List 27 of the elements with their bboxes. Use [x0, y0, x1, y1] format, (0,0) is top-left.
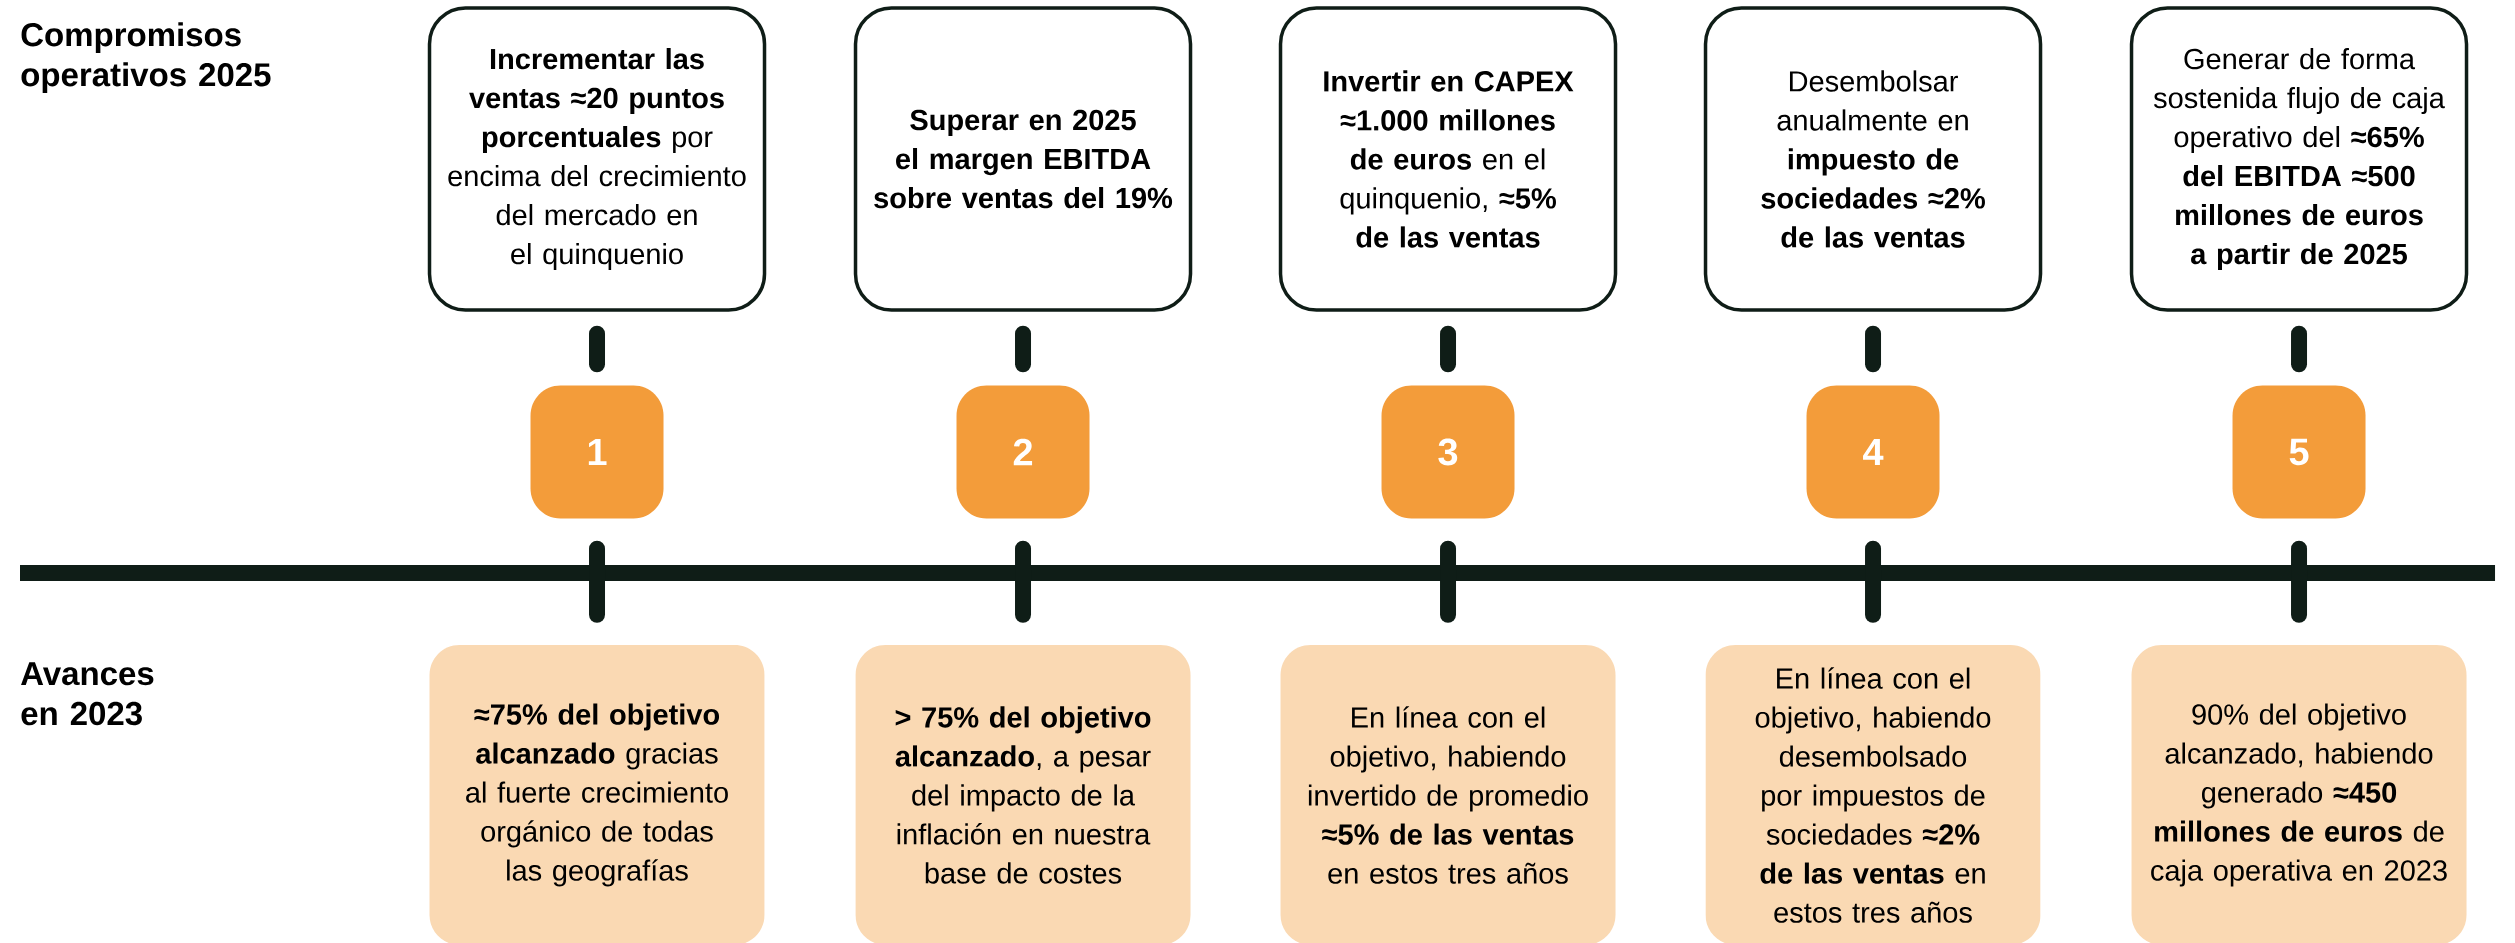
commitment-box: Invertir en CAPEX ≈1.000 millones de euros en el quinquenio, ≈5% de las ventas	[1278, 6, 1618, 312]
progress-box: En línea con el objetivo, habiendo invertido de promedio ≈5% de las ventas en estos tres años	[1280, 645, 1616, 943]
number-tile: 1	[530, 385, 664, 519]
connector-line	[1440, 325, 1456, 373]
commitment-box: Superar en 2025 el margen EBITDA sobre ventas del 19%	[853, 6, 1193, 312]
connector-line	[1865, 325, 1881, 373]
section-heading: Compromisos operativos 2025	[21, 22, 271, 93]
connector-line	[589, 540, 605, 623]
connector-line	[589, 325, 605, 373]
connector-line	[2291, 540, 2308, 623]
progress-box: ≈75% del objetivo alcanzado gracias al fuerte crecimiento orgánico de todas las geografías	[429, 645, 765, 943]
progress-box: En línea con el objetivo, habiendo desembolsado por impuestos de sociedades ≈2% de las ventas en estos tres años	[1705, 645, 2041, 943]
connector-line	[1015, 540, 1031, 623]
number-tile: 3	[1381, 385, 1515, 519]
connector-line	[1865, 540, 1881, 623]
section-heading: Avances en 2023	[21, 662, 154, 726]
commitment-box: Incrementar las ventas ≈20 puntos porcentuales por encima del crecimiento del mercado en el quinquenio	[427, 6, 767, 312]
connector-line	[1440, 540, 1456, 623]
progress-box: > 75% del objetivo alcanzado, a pesar del impacto de la inflación en nuestra base de costes	[855, 645, 1191, 943]
number-tile: 2	[956, 385, 1090, 519]
progress-box: 90% del objetivo alcanzado, habiendo generado ≈450 millones de euros de caja operativa en 2023	[2131, 645, 2467, 943]
commitment-box: Desembolsar anualmente en impuesto de sociedades ≈2% de las ventas	[1703, 6, 2043, 312]
connector-line	[2291, 325, 2308, 373]
commitment-box: Generar de forma sostenida flujo de caja operativo del ≈65% del EBITDA ≈500 millones de euros a partir de 2025	[2129, 6, 2469, 312]
connector-line	[1015, 325, 1031, 373]
number-tile: 5	[2232, 385, 2366, 519]
number-tile: 4	[1806, 385, 1940, 519]
